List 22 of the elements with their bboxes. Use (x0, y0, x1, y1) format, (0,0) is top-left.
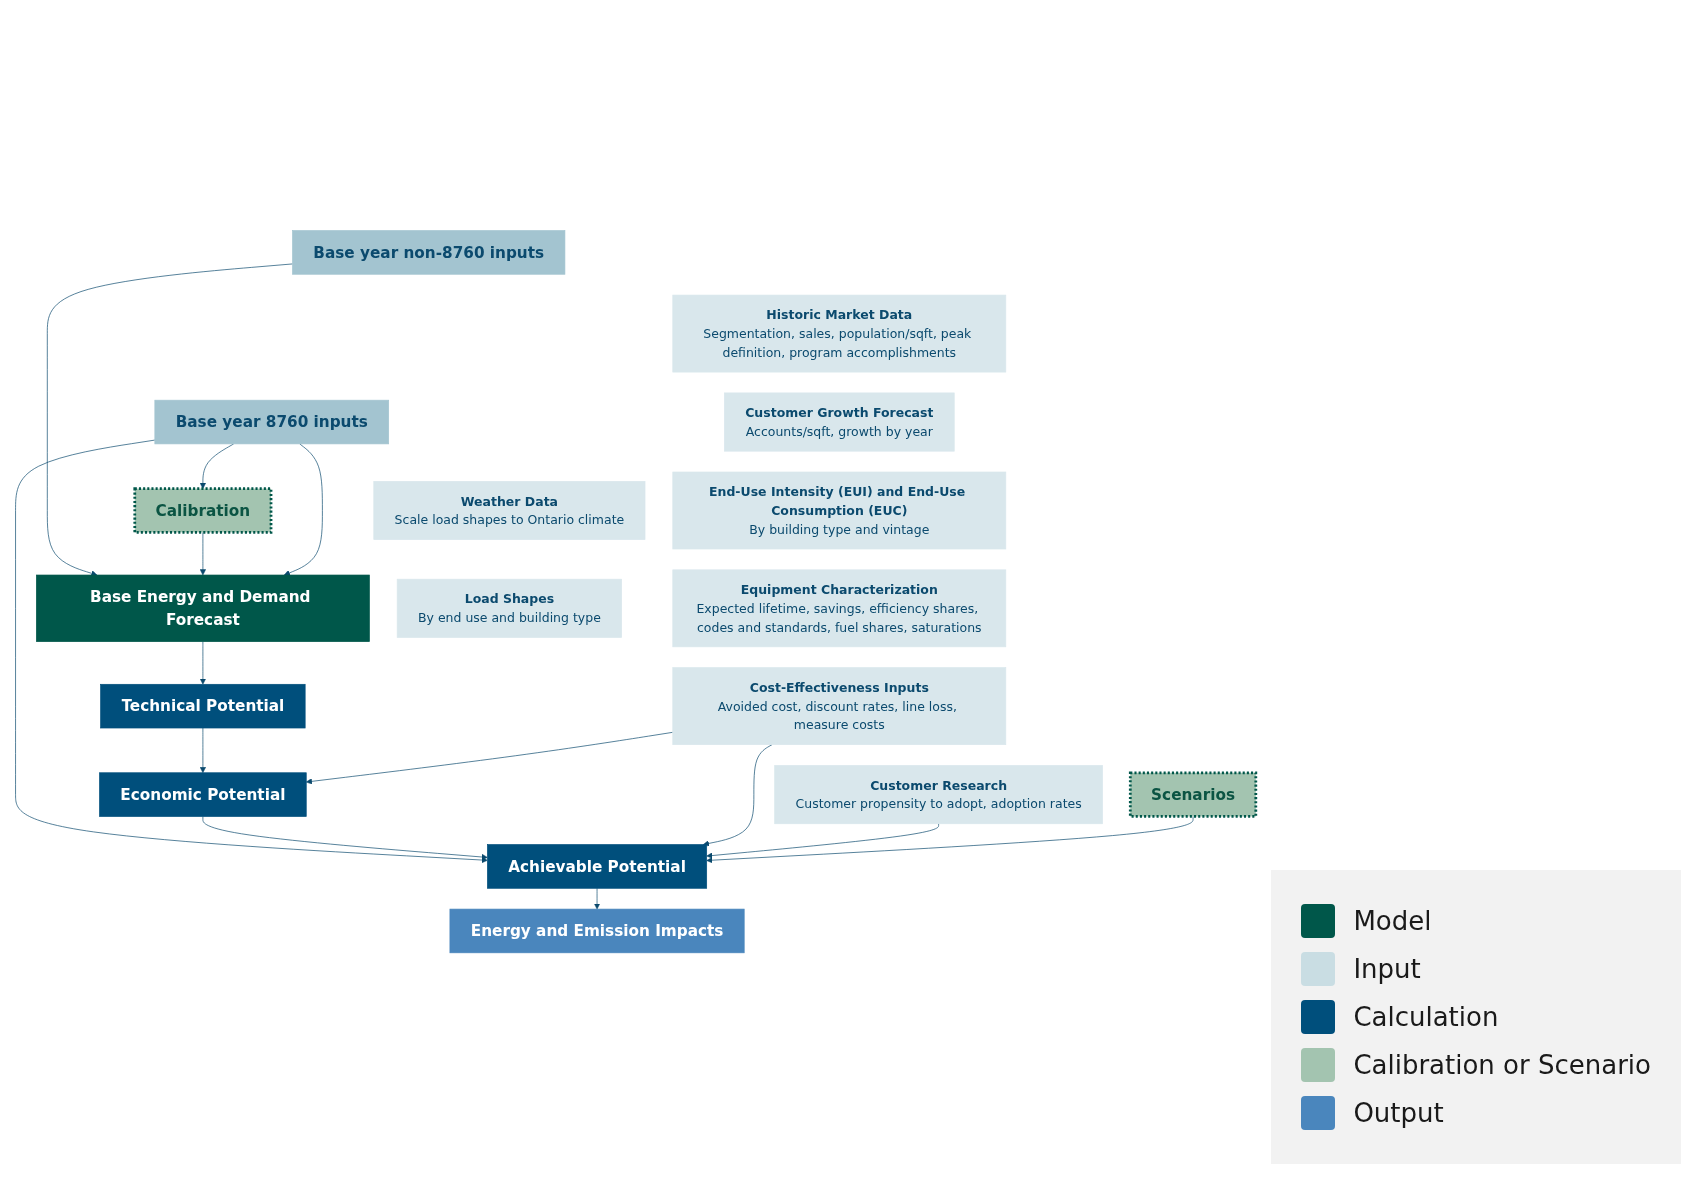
legend-label: Calculation (1353, 1002, 1499, 1032)
legend-label: Input (1353, 954, 1421, 984)
node-box: Customer Growth Forecast Accounts/sqft, growth by year (724, 392, 955, 452)
node-box: Scenarios (1128, 771, 1258, 819)
node-box: Calibration (133, 487, 273, 535)
node-box: Weather Data Scale load shapes to Ontario climate (373, 481, 646, 541)
node-box: Energy and Emission Impacts (449, 909, 745, 954)
legend-label: Output (1353, 1098, 1444, 1128)
node-box: Economic Potential (99, 772, 307, 818)
legend-label: Calibration or Scenario (1353, 1050, 1651, 1080)
node-box: Achievable Potential (487, 844, 708, 889)
node-box: Base year non-8760 inputs (292, 230, 566, 275)
node-box: Historic Market Data Segmentation, sales, population/sqft, peak definition, program accomplishments (672, 295, 1007, 373)
node-box: Load Shapes By end use and building type (396, 579, 622, 639)
node-box: Base Energy and Demand Forecast (36, 575, 370, 643)
node-box: End-Use Intensity (EUI) and End-Use Consumption (EUC) By building type and vintage (672, 471, 1007, 550)
node-box: Base year 8760 inputs (154, 400, 390, 445)
node-box: Technical Potential (100, 684, 306, 729)
node-box: Equipment Characterization Expected lifetime, savings, efficiency shares, codes and standards, fuel shares, saturations (672, 569, 1007, 648)
node-box: Customer Research Customer propensity to adopt, adoption rates (774, 765, 1103, 825)
node-box: Cost-Effectiveness Inputs Avoided cost, discount rates, line loss, measure costs (672, 667, 1007, 746)
legend-label: Model (1353, 906, 1432, 936)
